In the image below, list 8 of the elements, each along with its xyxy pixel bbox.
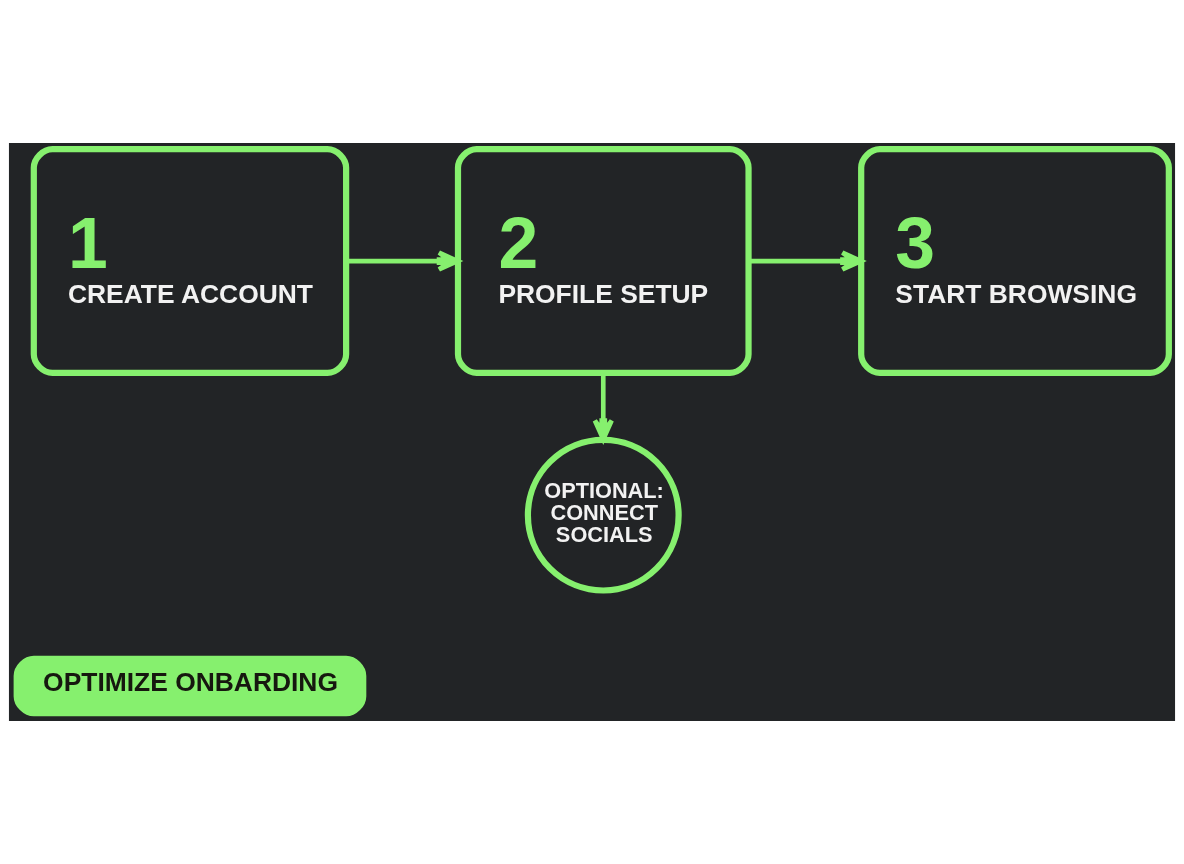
- arrow: [592, 373, 614, 442]
- arrow: [346, 250, 460, 272]
- node-box: 1 CREATE ACCOUNT: [30, 146, 350, 377]
- node-box: OPTIMIZE ONBARDING: [13, 655, 367, 717]
- node-circle: OPTIONAL: CONNECT SOCIALS: [524, 436, 682, 594]
- node-box: 2 PROFILE SETUP: [454, 146, 752, 377]
- arrow: [749, 250, 864, 272]
- node-box: 3 START BROWSING: [858, 146, 1172, 377]
